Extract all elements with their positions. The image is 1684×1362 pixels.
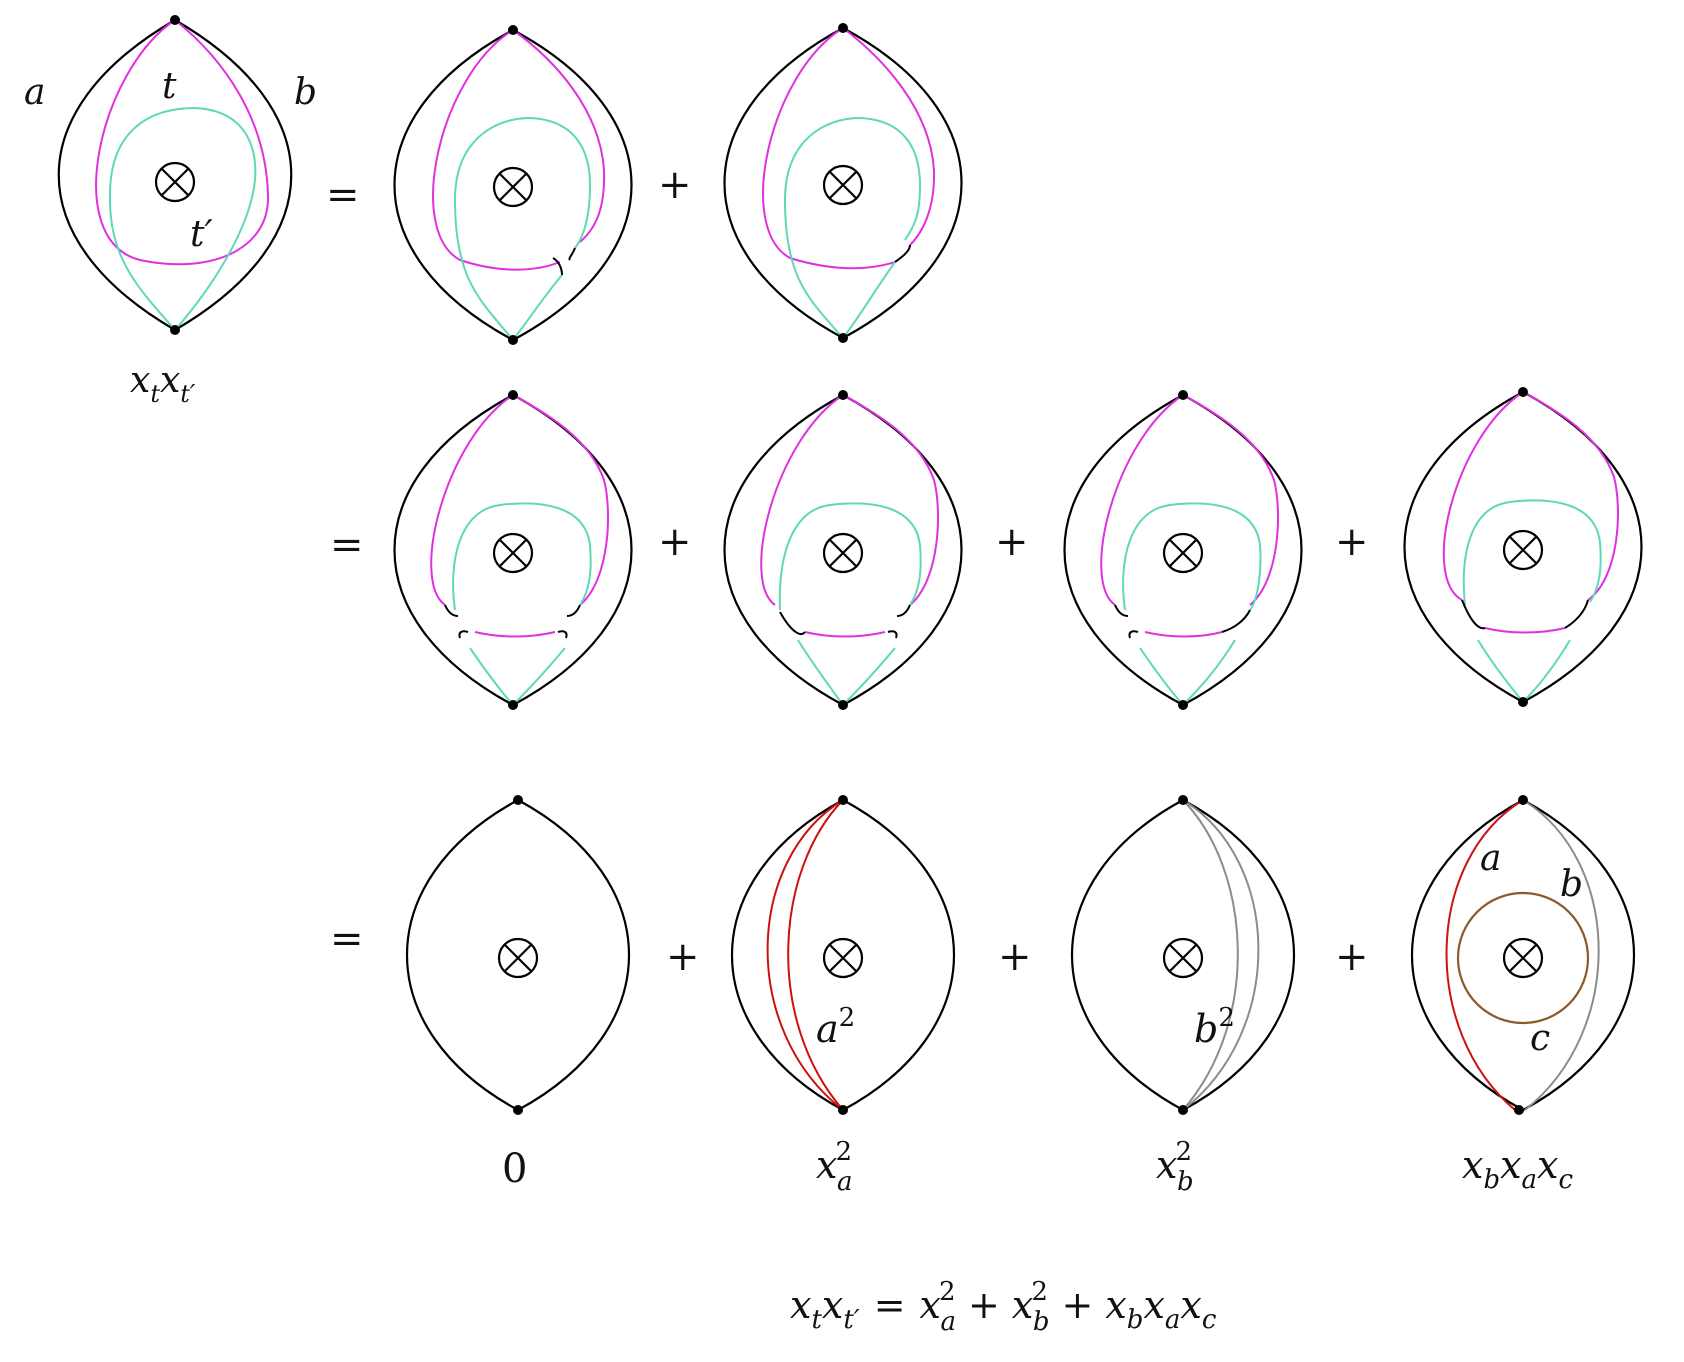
arc-label-b: b <box>1560 864 1583 905</box>
arc-label-a-squared: a2 <box>816 1003 855 1051</box>
edge-label-a: a <box>24 72 45 113</box>
plus-sign-row2b: + <box>995 519 1029 565</box>
lens-row3-term2 <box>731 795 955 1115</box>
lens-row2-term1 <box>393 390 633 710</box>
arc-label-tprime: t′ <box>190 214 213 255</box>
plus-sign-row2c: + <box>1335 519 1369 565</box>
edge-label-b: b <box>294 72 317 113</box>
lens-row3-term3 <box>1071 795 1295 1115</box>
puncture-icon <box>497 937 539 979</box>
arc-tprime <box>108 106 257 331</box>
plus-sign-row3c: + <box>1335 934 1369 980</box>
plus-sign-row2a: + <box>658 519 692 565</box>
lens-row2-term2 <box>723 390 963 710</box>
lens-row3-term1 <box>406 795 630 1115</box>
lens-row2-term4 <box>1403 387 1643 707</box>
plus-sign-row3a: + <box>666 934 700 980</box>
equals-sign-row2: = <box>330 522 364 568</box>
lens-row3-term4 <box>1411 795 1635 1115</box>
plus-sign-row3b: + <box>998 934 1032 980</box>
arc-label-b-squared: b2 <box>1194 1003 1235 1051</box>
loop-c <box>1456 891 1590 1025</box>
caption-zero: 0 <box>502 1146 527 1192</box>
caption-xb-xa-xc: xbxaxc <box>1462 1143 1573 1195</box>
lens-row1-term1 <box>393 25 633 345</box>
arc-t <box>95 19 270 266</box>
loop-label-c: c <box>1530 1018 1550 1059</box>
lens-row1-term2 <box>723 23 963 343</box>
lens-original <box>57 15 293 335</box>
arc-label-t: t <box>162 66 177 107</box>
equals-sign-row1: = <box>326 172 360 218</box>
plus-sign-row1: + <box>658 162 692 208</box>
caption-xt-xtprime: xtxt′ <box>130 360 196 408</box>
equals-sign-row3: = <box>330 916 364 962</box>
arc-label-a: a <box>1480 838 1501 879</box>
puncture-icon <box>154 161 196 203</box>
lens-row2-term3 <box>1063 390 1303 710</box>
